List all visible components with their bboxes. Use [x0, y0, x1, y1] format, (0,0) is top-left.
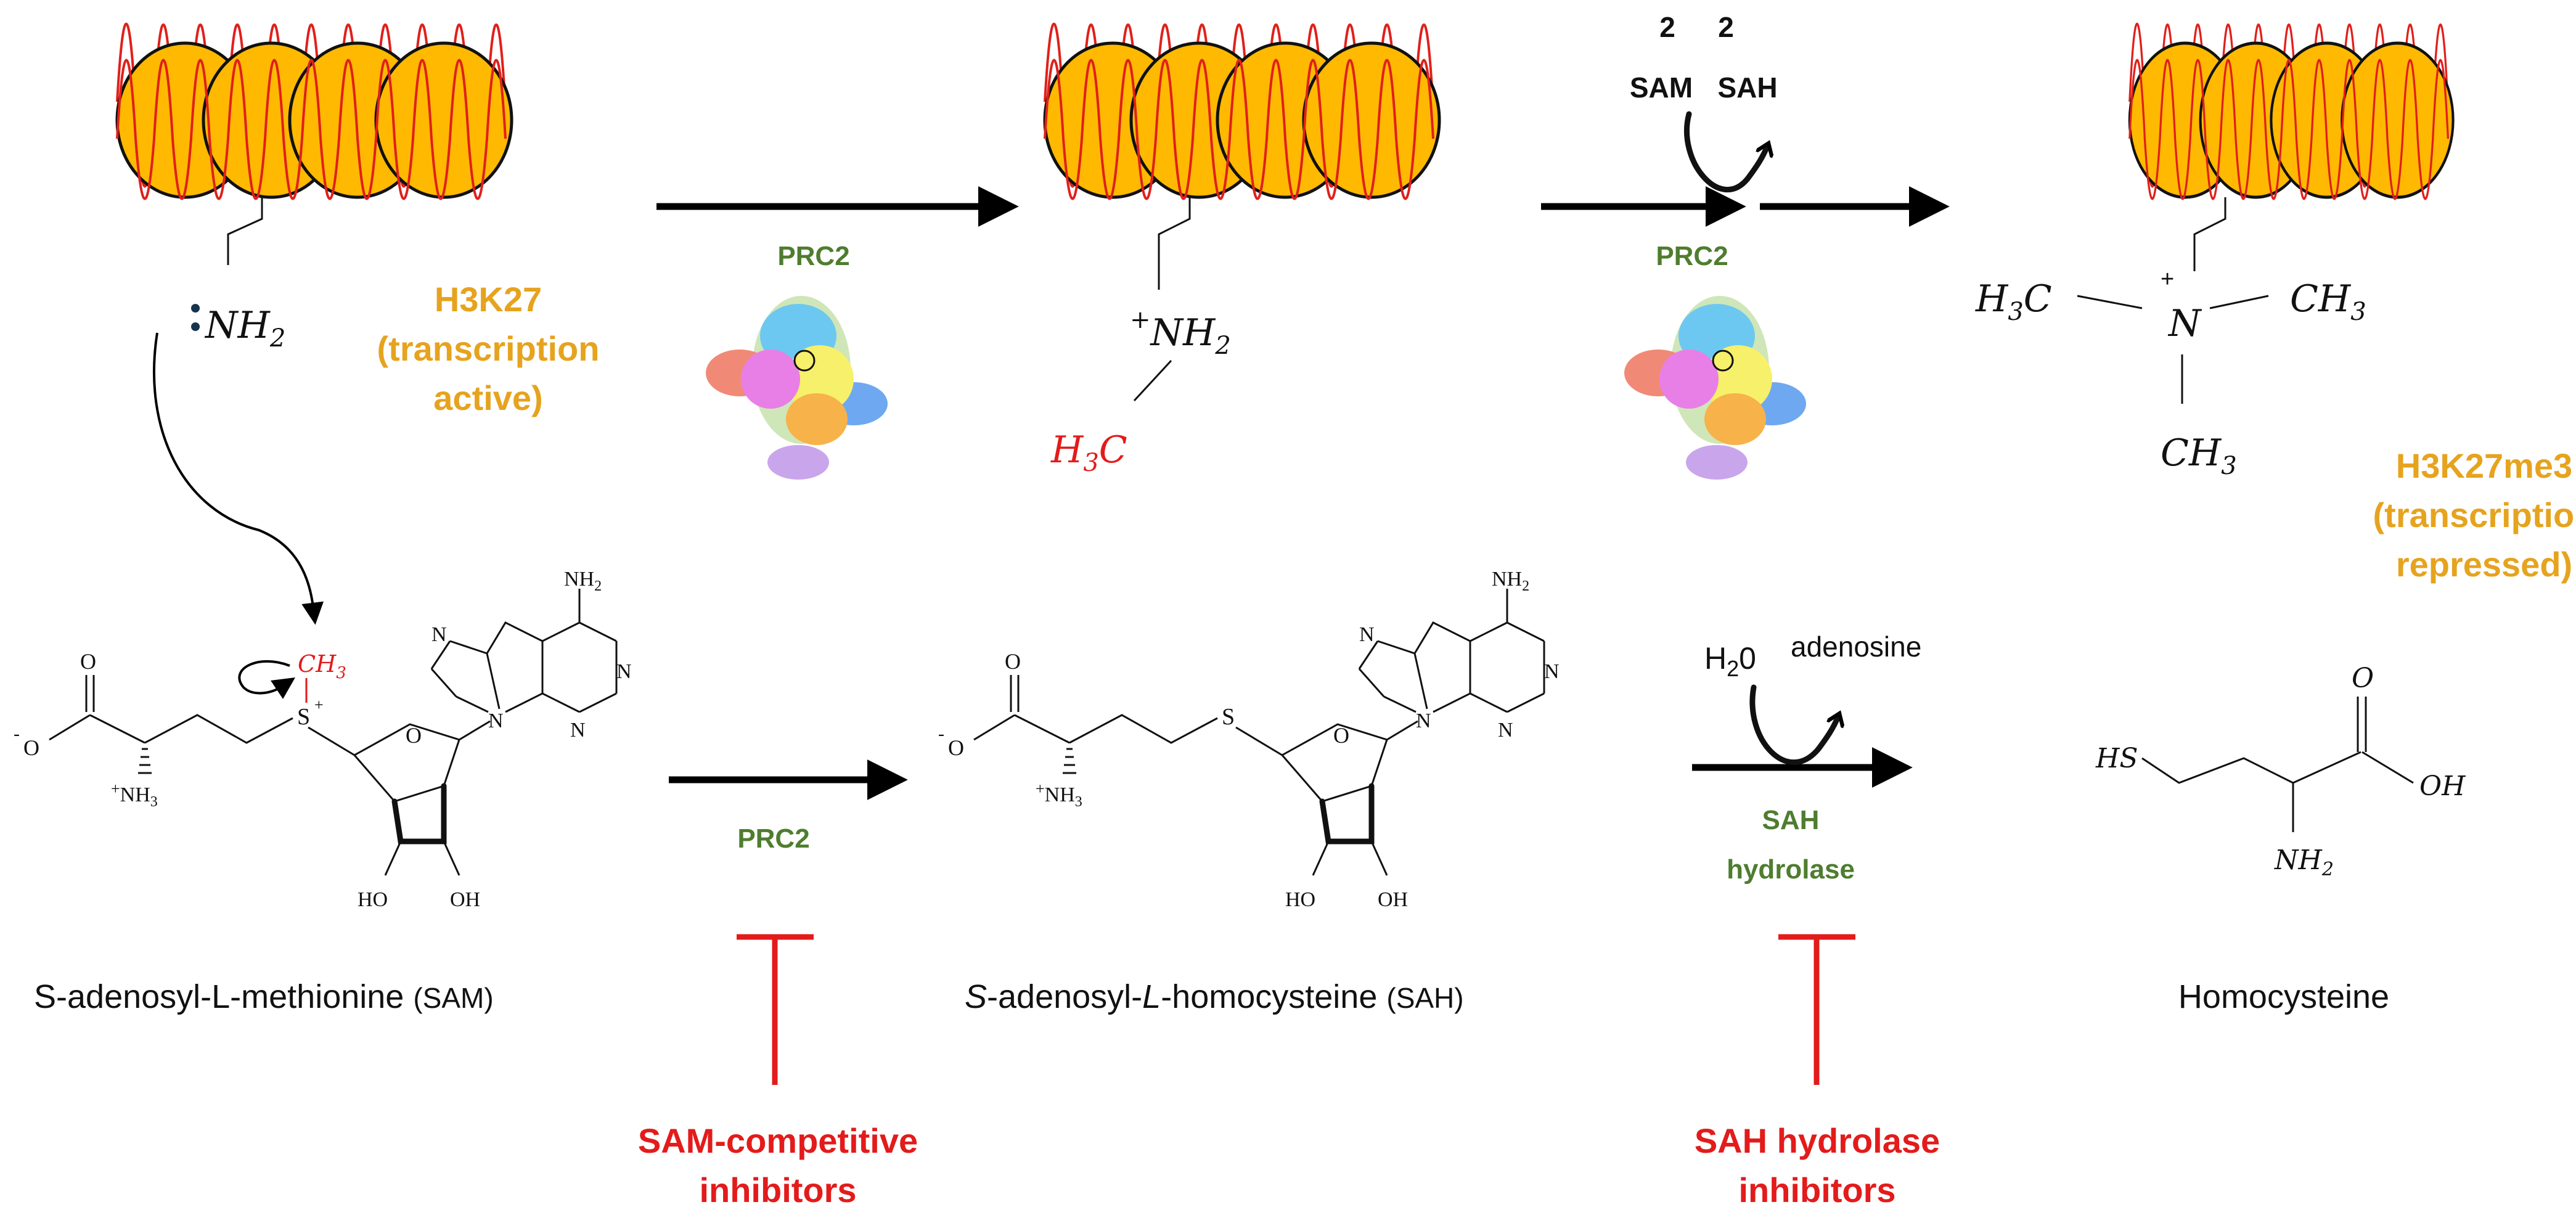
svg-text:SAM: SAM — [1630, 72, 1693, 104]
svg-text:2: 2 — [1718, 11, 1734, 43]
svg-text:O: O — [1005, 649, 1021, 674]
svg-text:NH2: NH2 — [564, 568, 602, 594]
svg-text:active): active) — [433, 378, 542, 417]
svg-text:inhibitors: inhibitors — [699, 1171, 856, 1209]
svg-text:O: O — [948, 735, 964, 760]
svg-text:SAH: SAH — [1717, 72, 1777, 104]
svg-text:-: - — [14, 724, 20, 744]
svg-text:H3C: H3C — [1975, 277, 2052, 326]
svg-text:2: 2 — [1659, 11, 1675, 43]
sah-hydrolase-inhibitors-label: SAH hydrolase inhibitors — [1695, 1121, 1940, 1209]
svg-text:H20: H20 — [1704, 641, 1756, 681]
svg-text:H3K27me3: H3K27me3 — [2396, 446, 2572, 485]
methyl-group-mono: H3C — [1050, 428, 1127, 477]
homocysteine-structure: HS O OH NH2 — [2095, 663, 2466, 880]
prc2-complex-1 — [705, 295, 889, 481]
svg-text:(transcription: (transcription — [2373, 496, 2576, 534]
svg-text:CH3: CH3 — [298, 650, 346, 682]
svg-text:+NH3: +NH3 — [111, 780, 158, 810]
svg-text:S: S — [297, 704, 310, 730]
lysine-chain-3 — [2193, 197, 2226, 271]
sah-hydrolase-label: SAH hydrolase — [1727, 805, 1855, 885]
prc2-label-1: PRC2 — [777, 241, 849, 271]
svg-text:N: N — [431, 623, 447, 646]
amine-nh2: NH2 — [204, 304, 285, 353]
svg-text:OH: OH — [1378, 888, 1408, 911]
svg-text:CH3: CH3 — [2290, 277, 2366, 326]
svg-text:HS: HS — [2095, 743, 2138, 774]
sam-competitive-inhibition — [737, 934, 814, 1085]
svg-text:SAM-competitive: SAM-competitive — [638, 1121, 918, 1160]
sah-name: S-adenosyl-L-homocysteine (SAH) — [965, 978, 1464, 1015]
svg-text:N: N — [2167, 302, 2202, 345]
nucleosome-unmodified — [117, 24, 512, 199]
svg-text:O: O — [23, 735, 39, 760]
svg-text:N: N — [616, 660, 632, 683]
nucleophilic-attack-arrow — [152, 332, 324, 625]
svg-text:-: - — [938, 724, 944, 744]
n-c-bond-mono — [1133, 359, 1172, 402]
svg-text:N: N — [1498, 719, 1513, 742]
svg-text:N: N — [570, 719, 586, 742]
svg-text:NH2: NH2 — [2274, 845, 2334, 880]
svg-text:adenosine: adenosine — [1791, 631, 1921, 663]
svg-text:O: O — [2352, 663, 2374, 694]
prc2-complex-2 — [1623, 295, 1807, 481]
svg-text:OH: OH — [2419, 771, 2466, 802]
svg-text:N: N — [1544, 660, 1560, 683]
svg-text:NH2: NH2 — [1492, 568, 1529, 594]
svg-text:CH3: CH3 — [2161, 431, 2237, 480]
prc2-label-2: PRC2 — [1656, 241, 1728, 271]
svg-text:O: O — [80, 649, 96, 674]
svg-text:(transcription: (transcription — [377, 329, 600, 368]
methylammonium: +NH2 — [1130, 306, 1231, 360]
svg-text:N: N — [1359, 623, 1375, 646]
svg-text:H3K27: H3K27 — [435, 280, 542, 319]
prc2-label-3: PRC2 — [737, 824, 809, 854]
svg-text:O: O — [1333, 723, 1349, 748]
svg-text:SAH hydrolase: SAH hydrolase — [1695, 1121, 1940, 1160]
lone-pair — [191, 304, 200, 331]
hydrolysis-cofactor: H20 adenosine — [1704, 631, 1921, 766]
svg-text:N: N — [488, 710, 504, 732]
svg-text:+: + — [314, 696, 324, 714]
nucleosome-monomethyl — [1045, 24, 1439, 199]
sam-name: S-adenosyl-L-methionine (SAM) — [34, 978, 494, 1015]
svg-text:HO: HO — [358, 888, 388, 911]
homocysteine-name: Homocysteine — [2178, 978, 2389, 1015]
svg-text:+: + — [2161, 266, 2174, 292]
sam-structure: O O - +NH3 S + CH3 O HO OH N — [14, 568, 632, 911]
sam-sah-cofactor: 2 2 SAM SAH — [1630, 11, 1778, 193]
svg-text:OH: OH — [450, 888, 480, 911]
trimethylammonium: H3C + N CH3 CH3 — [1975, 266, 2366, 480]
h3k27-label: H3K27 (transcription active) — [377, 280, 600, 417]
svg-text:N: N — [1416, 710, 1431, 732]
sah-hydrolase-inhibition — [1778, 934, 1855, 1085]
svg-text:O: O — [406, 723, 422, 748]
svg-text:S: S — [1222, 704, 1235, 730]
lysine-chain-1 — [227, 197, 263, 265]
svg-text:hydrolase: hydrolase — [1727, 854, 1855, 885]
svg-text:SAH: SAH — [1762, 805, 1820, 835]
svg-text:+NH3: +NH3 — [1036, 780, 1082, 810]
lysine-chain-2 — [1158, 197, 1191, 290]
sam-competitive-inhibitors-label: SAM-competitive inhibitors — [638, 1121, 918, 1209]
svg-text:HO: HO — [1285, 888, 1315, 911]
nucleosome-trimethyl — [2130, 24, 2453, 199]
svg-text:inhibitors: inhibitors — [1738, 1171, 1895, 1209]
svg-text:repressed): repressed) — [2396, 545, 2572, 584]
sah-structure: O O - +NH3 S O HO OH N N N — [938, 568, 1560, 911]
h3k27me3-label: H3K27me3 (transcription repressed) — [2373, 446, 2576, 584]
